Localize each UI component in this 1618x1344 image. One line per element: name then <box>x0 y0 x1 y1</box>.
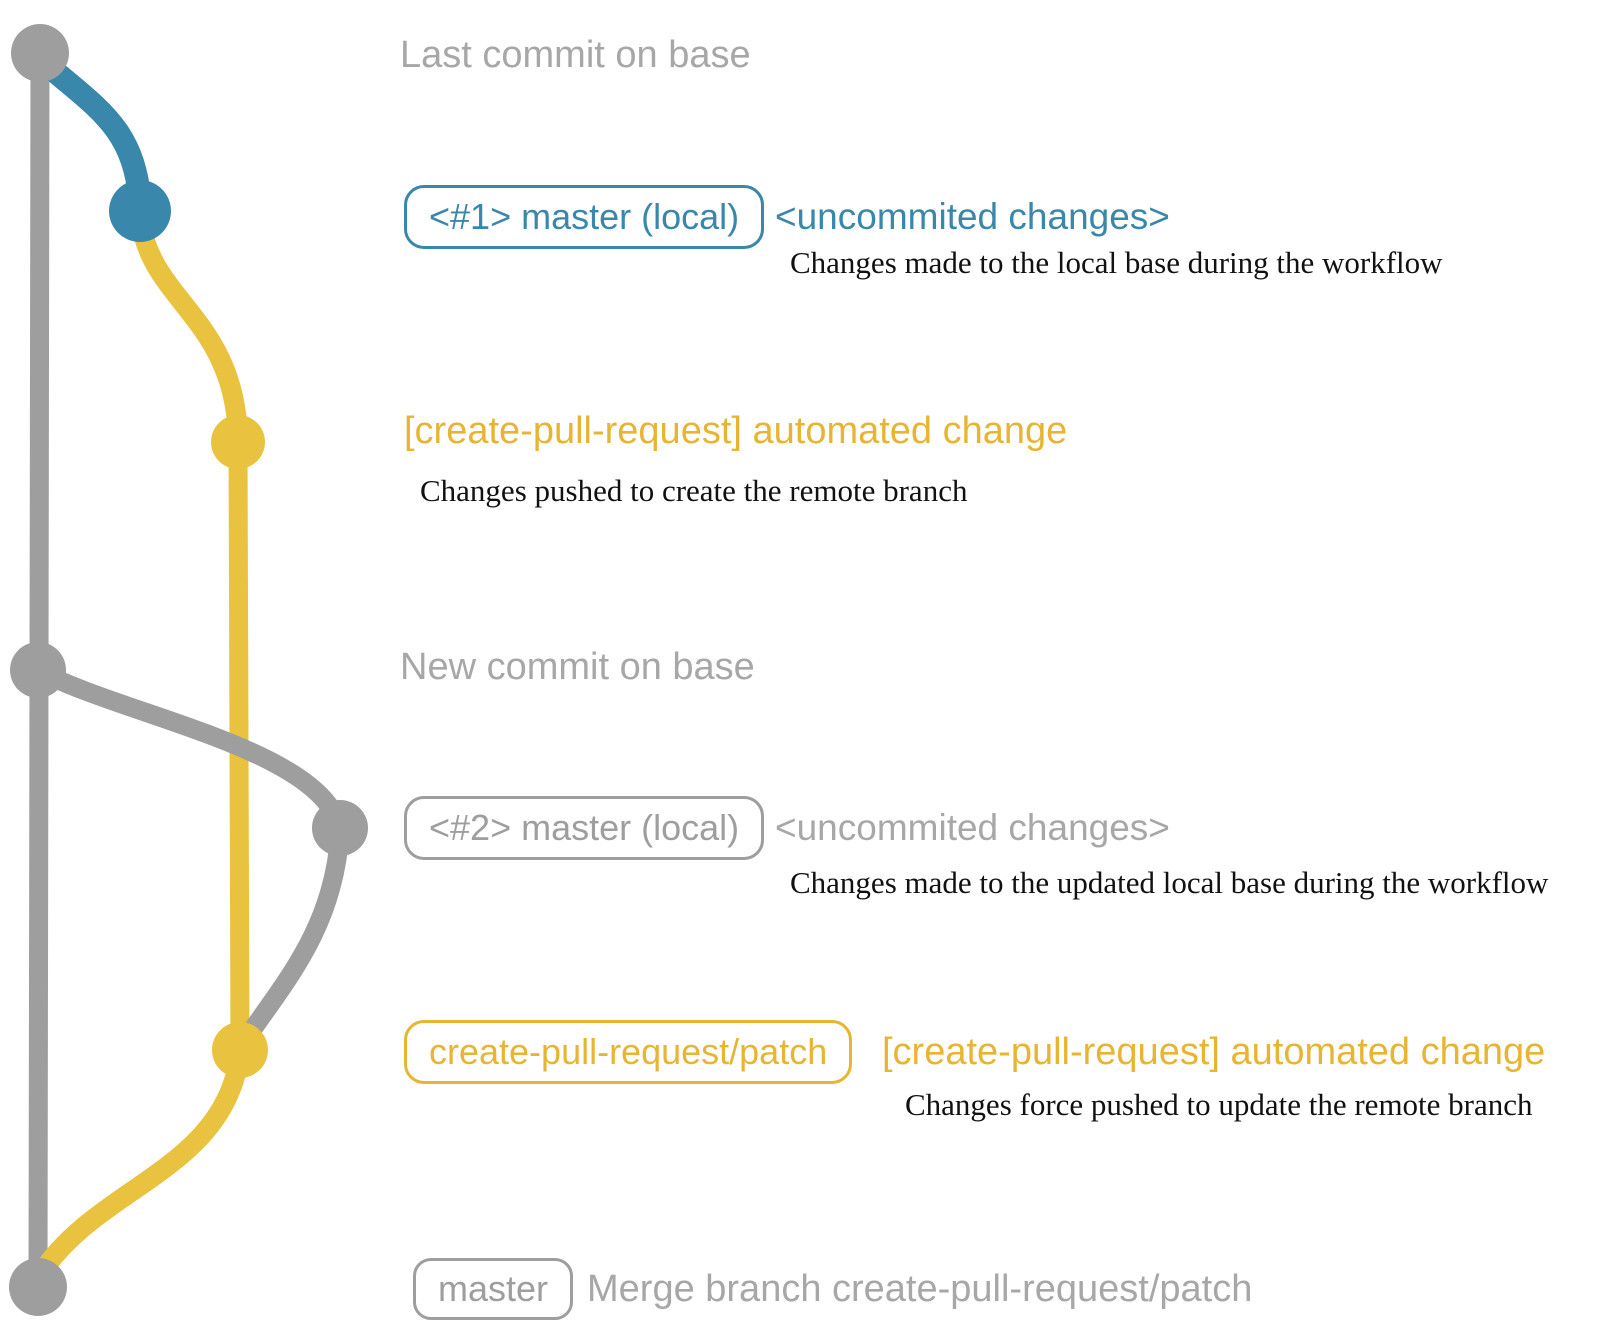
commit-dot-new-base <box>10 642 66 698</box>
commit-description-push-1: Changes pushed to create the remote bran… <box>420 473 968 508</box>
patch-merge-curve <box>32 1043 250 1282</box>
branch-badge-master-local-1: <#1> master (local) <box>404 185 765 249</box>
commit-dot-local-2 <box>312 800 368 856</box>
patch-branch-curve-upper <box>130 204 248 450</box>
local-branch-blue-curve <box>32 50 152 214</box>
branch-badge-master-local-2: <#2> master (local) <box>404 796 765 860</box>
commit-message-merge: Merge branch create-pull-request/patch <box>587 1268 1253 1310</box>
commit-message-automated-1: [create-pull-request] automated change <box>404 410 1068 452</box>
commit-dot-patch-2 <box>212 1022 268 1078</box>
commit-dot-merge <box>9 1258 67 1316</box>
note-new-commit-on-base: New commit on base <box>400 646 755 688</box>
commit-dot-local-1 <box>109 180 171 242</box>
note-last-commit-on-base: Last commit on base <box>400 34 751 76</box>
branch-badge-master-merged: master <box>413 1258 574 1320</box>
commit-description-1: Changes made to the local base during th… <box>790 245 1443 280</box>
branch-badge-patch: create-pull-request/patch <box>404 1020 853 1084</box>
commit-description-push-2: Changes force pushed to update the remot… <box>905 1087 1533 1122</box>
local2-to-patch-curve <box>234 822 350 1052</box>
commit-message-automated-2: [create-pull-request] automated change <box>882 1031 1546 1073</box>
base-to-local2-curve <box>28 660 350 838</box>
commit-message-uncommited-1: <uncommited changes> <box>775 196 1170 237</box>
commit-dot-last-base <box>11 24 69 82</box>
commit-description-2: Changes made to the updated local base d… <box>790 865 1549 900</box>
commit-dot-patch-1 <box>211 415 265 469</box>
commit-message-uncommited-2: <uncommited changes> <box>775 807 1170 848</box>
